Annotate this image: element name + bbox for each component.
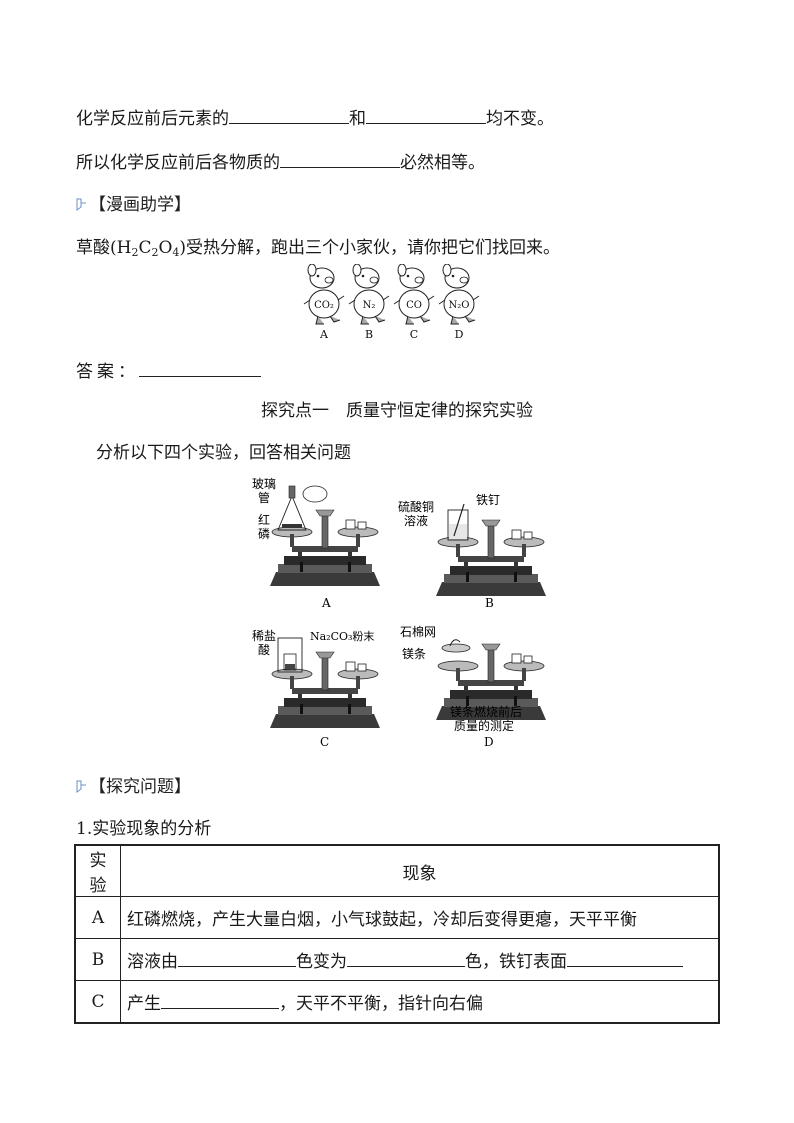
blank-3[interactable] [280,151,400,168]
row-a-exp: A [74,896,121,939]
pig-formula: CO₂ [314,300,334,311]
q1-title: 1.实验现象的分析 [76,819,212,839]
row-c-t1: 产生 [127,994,161,1014]
label-a-tube: 管 [258,490,270,505]
pig-c: CO C [393,264,435,341]
answer-line: 答案： [76,357,261,382]
bookmark-icon [76,780,86,793]
line2-text-b: 必然相等。 [400,153,485,173]
oxalic-o: O [158,238,173,258]
answer-label: 答案： [76,362,139,382]
pig-letter: C [410,328,418,341]
label-a-red: 红 [258,512,270,527]
oxalic-c: C [138,238,152,258]
answer-blank[interactable] [139,360,261,377]
balance-b [435,503,547,597]
row-b-blank2[interactable] [347,950,465,967]
oxalic-sub3: 4 [172,246,180,259]
section-tanjiu-label: 【探究问题】 [89,777,191,797]
row-b-text: 溶液由 色变为 色，铁钉表面 [120,938,720,981]
row-b-exp: B [74,938,121,981]
explore-title: 探究点一 质量守恒定律的探究实验 [261,401,533,421]
header-phenomenon: 现象 [120,844,720,897]
balances-figure: 玻璃 管 红 磷 A 硫酸铜 溶液 铁钉 B 稀盐 酸 Na₂CO₃粉末 C 石… [252,477,547,749]
line1-text-c: 均不变。 [486,109,554,129]
row-b-blank1[interactable] [178,950,296,967]
row-c-exp: C [74,980,121,1024]
label-d-letter: D [484,735,494,749]
line1-text-a: 化学反应前后元素的 [76,109,229,129]
fill-line-2: 所以化学反应前后各物质的 必然相等。 [76,148,485,173]
header-experiment: 实验 [74,844,121,897]
pig-d: N₂O D [438,264,480,341]
label-a-glass: 玻璃 [252,477,276,491]
table-row: A 红磷燃烧，产生大量白烟，小气球鼓起，冷却后变得更瘪，天平平衡 [74,896,720,939]
pig-a: CO₂ A [303,264,345,341]
pig-letter: D [455,328,464,341]
oxalic-text-a: 草酸(H [76,238,132,258]
table-row: B 溶液由 色变为 色，铁钉表面 [74,938,720,981]
label-d-asbestos: 石棉网 [400,625,436,639]
blank-1[interactable] [229,107,349,124]
cartoon-pigs: CO₂ A N₂ B CO C N₂O D [303,264,480,341]
oxalic-text-b: )受热分解，跑出三个小家伙，请你把它们找回来。 [179,238,561,258]
label-b-nail: 铁钉 [476,493,500,507]
row-a-text: 红磷燃烧，产生大量白烟，小气球鼓起，冷却后变得更瘪，天平平衡 [120,896,720,939]
label-b-solution: 溶液 [404,513,428,528]
row-c-t2: ，天平不平衡，指针向右偏 [279,994,483,1014]
blank-2[interactable] [366,107,486,124]
label-b-copper: 硫酸铜 [398,499,434,514]
pig-formula: N₂O [449,300,470,311]
label-c-letter: C [320,735,329,749]
pig-b: N₂ B [348,264,390,341]
pig-letter: B [365,328,373,341]
row-b-t2: 色变为 [296,952,347,972]
label-a-letter: A [321,596,331,610]
analyze-text: 分析以下四个实验，回答相关问题 [96,443,351,463]
row-b-t3: 色，铁钉表面 [465,952,567,972]
label-d-mg: 镁条 [402,647,426,661]
section-manhua-label: 【漫画助学】 [89,195,191,215]
label-d-caption2: 质量的测定 [454,718,514,733]
phenomena-table: 实验 现象 A 红磷燃烧，产生大量白烟，小气球鼓起，冷却后变得更瘪，天平平衡 B… [74,844,720,1024]
section-manhua: 【漫画助学】 [76,190,191,215]
label-c-acid: 稀盐 [252,629,276,643]
label-c-powder: Na₂CO₃粉末 [310,629,374,643]
label-b-letter: B [485,596,494,610]
balance-a [269,485,381,587]
oxalic-line: 草酸(H2C2O4)受热分解，跑出三个小家伙，请你把它们找回来。 [76,233,560,259]
table-row: C 产生 ，天平不平衡，指针向右偏 [74,980,720,1024]
pig-formula: N₂ [363,300,376,311]
row-b-blank3[interactable] [567,950,683,967]
table-header-row: 实验 现象 [74,844,720,897]
row-b-t1: 溶液由 [127,952,178,972]
row-c-blank1[interactable] [161,992,279,1009]
row-c-text: 产生 ，天平不平衡，指针向右偏 [120,980,720,1024]
balance-c [269,637,381,729]
oxalic-sub1: 2 [131,246,139,259]
balance-d [435,639,547,721]
section-tanjiu: 【探究问题】 [76,772,191,797]
line2-text-a: 所以化学反应前后各物质的 [76,153,280,173]
fill-line-1: 化学反应前后元素的 和 均不变。 [76,104,554,129]
line1-text-b: 和 [349,109,366,129]
label-a-phos: 磷 [258,526,270,541]
bookmark-icon [76,198,86,211]
pig-letter: A [319,328,329,341]
label-c-acid2: 酸 [258,642,270,657]
oxalic-sub2: 2 [151,246,159,259]
label-d-caption1: 镁条燃烧前后 [450,704,522,719]
pig-formula: CO [406,300,422,311]
